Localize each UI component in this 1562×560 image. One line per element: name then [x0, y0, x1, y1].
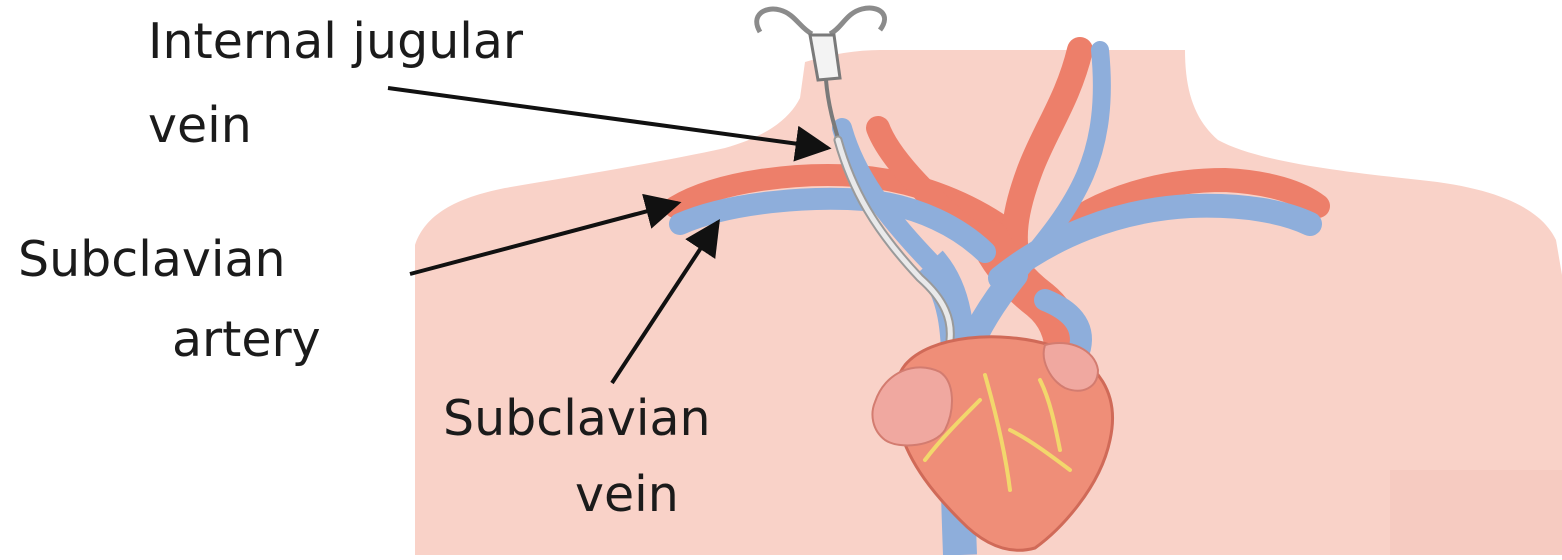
internal-jugular-vein-label-line1: Internal jugular	[148, 12, 523, 72]
subclavian-artery-label-line1: Subclavian	[18, 230, 286, 290]
subclavian-artery-label-line2: artery	[172, 310, 321, 370]
subclavian-vein-label-line1: Subclavian	[443, 389, 711, 449]
subclavian-vein-label-line2: vein	[575, 465, 679, 525]
internal-jugular-vein-arrow	[388, 88, 828, 148]
lower-shading	[1390, 470, 1562, 555]
internal-jugular-vein-label-line2: vein	[148, 96, 252, 156]
